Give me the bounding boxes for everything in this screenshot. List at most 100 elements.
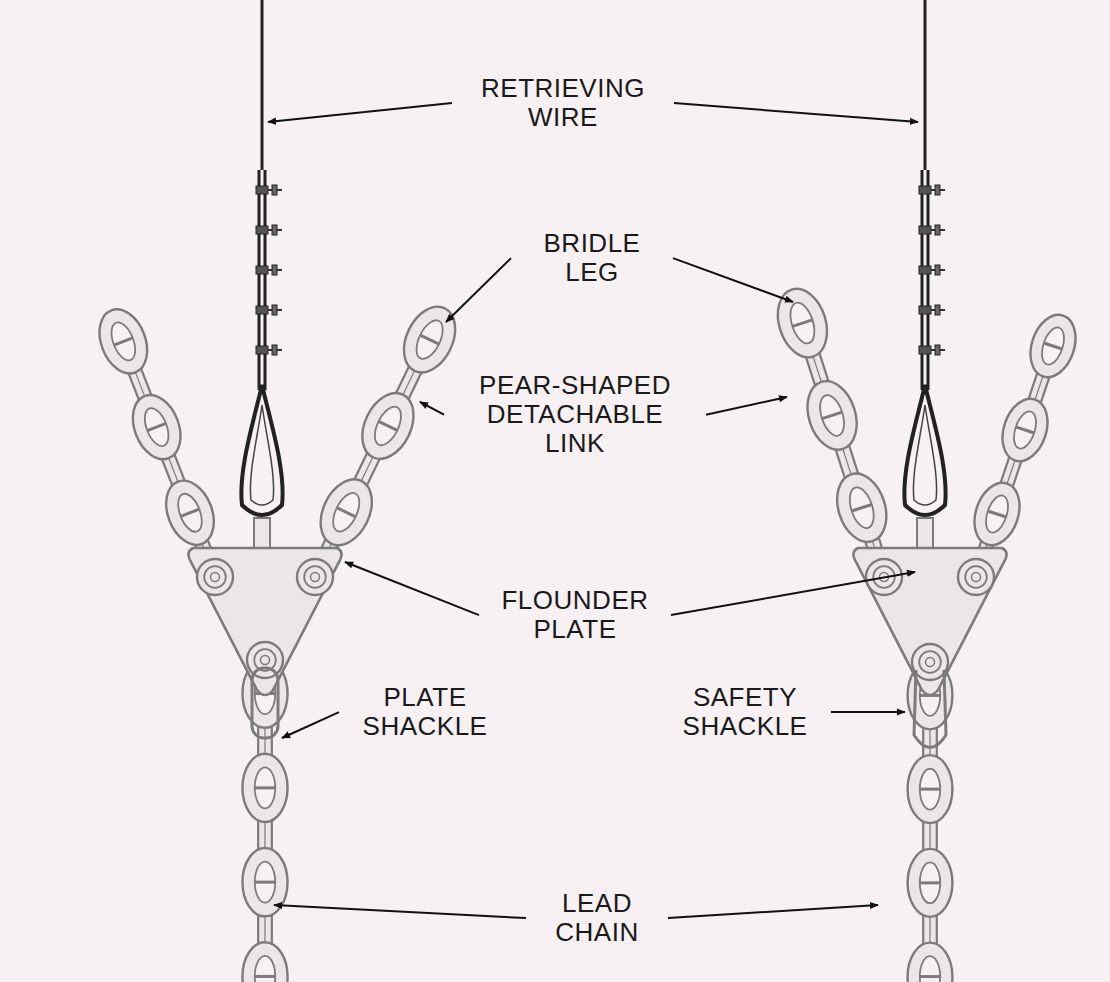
link-hole [845, 484, 878, 531]
thimble-inner [250, 405, 273, 505]
chain-link [908, 943, 953, 982]
pin-ring [204, 566, 226, 588]
link-stud [255, 975, 276, 978]
wire-clip [256, 346, 268, 354]
chain-link [799, 375, 865, 456]
link-hole [1010, 409, 1040, 452]
clip-nut [935, 345, 940, 355]
link-stud [181, 509, 200, 516]
padeye [254, 518, 270, 550]
pin-center [972, 573, 981, 582]
safety-shackle [914, 670, 946, 748]
link-body [799, 375, 865, 456]
chain-link [242, 942, 287, 982]
link-stud [114, 338, 133, 345]
link-body [770, 283, 836, 364]
link-stud [988, 511, 1006, 517]
wire-clip [919, 306, 931, 314]
link-hole [107, 319, 140, 364]
link-stud [920, 975, 940, 978]
chain-link [908, 755, 953, 823]
retrieving-wire [924, 0, 927, 170]
retrieving-wire [261, 0, 264, 170]
link-hole [255, 767, 276, 808]
pin-center [926, 658, 935, 667]
link-hole [786, 300, 819, 347]
leader-arrow [420, 402, 444, 415]
clip-nut [272, 225, 277, 235]
wire-clip [919, 266, 931, 274]
link-body [967, 477, 1027, 551]
link-stud [255, 786, 276, 789]
leader-arrow [706, 397, 787, 415]
link-body [908, 849, 953, 917]
leader-arrow [674, 103, 918, 122]
link-stud [920, 881, 940, 884]
link-stud [822, 412, 842, 418]
link-hole [173, 490, 206, 535]
leader-arrow [668, 905, 878, 918]
wire-thimble [904, 385, 945, 515]
padeye [917, 518, 933, 550]
chain-link [829, 467, 895, 548]
link-hole [982, 493, 1012, 536]
clip-nut [935, 305, 940, 315]
link-body [242, 942, 287, 982]
wire-clip [256, 226, 268, 234]
leader-arrow [345, 562, 479, 615]
leader-arrow [446, 258, 511, 322]
wire-strand [264, 170, 267, 390]
wire-strand [927, 170, 930, 390]
pin-head [197, 559, 233, 595]
flounder-plate [188, 548, 341, 695]
wire-strand [921, 170, 924, 390]
link-hole [140, 405, 173, 450]
pin-head [297, 559, 333, 595]
wire-clip [256, 306, 268, 314]
pin-head [912, 644, 948, 680]
chain-link [995, 393, 1055, 467]
part-label: BRIDLE LEG [519, 229, 665, 287]
link-body [242, 754, 287, 822]
part-label: RETRIEVING WIRE [460, 74, 666, 132]
link-stud [852, 505, 872, 511]
pin-center [211, 573, 220, 582]
chain-link [908, 849, 953, 917]
clip-nut [935, 265, 940, 275]
link-body [157, 474, 222, 552]
wire-thimble [241, 385, 282, 515]
leader-arrow [274, 905, 526, 918]
plate-shackle [252, 668, 278, 738]
chain-link [242, 754, 287, 822]
link-body [908, 755, 953, 823]
link-stud [420, 335, 439, 344]
link-stud [920, 788, 940, 791]
clip-nut [272, 305, 277, 315]
flounder-plate [853, 548, 1006, 695]
chain-link [310, 471, 382, 554]
pin-head [958, 559, 994, 595]
part-label: PLATE SHACKLE [347, 683, 503, 741]
wire-clip [919, 346, 931, 354]
link-stud [337, 508, 356, 517]
link-stud [1016, 427, 1034, 433]
link-stud [1044, 343, 1062, 349]
clip-nut [272, 265, 277, 275]
leader-arrow [831, 711, 905, 713]
chain-link [157, 474, 222, 552]
link-body [124, 388, 189, 466]
chain-link [1023, 309, 1083, 383]
link-body [1023, 309, 1083, 383]
link-hole [816, 392, 849, 439]
chain-link [352, 385, 424, 468]
leader-arrow [282, 712, 339, 738]
link-hole [369, 403, 406, 450]
wire-clip [919, 186, 931, 194]
clip-nut [935, 225, 940, 235]
wire-clip [256, 186, 268, 194]
link-hole [411, 316, 448, 363]
part-label: PEAR-SHAPED DETACHABLE LINK [452, 371, 698, 458]
link-hole [1038, 325, 1068, 368]
chain-link [124, 388, 189, 466]
